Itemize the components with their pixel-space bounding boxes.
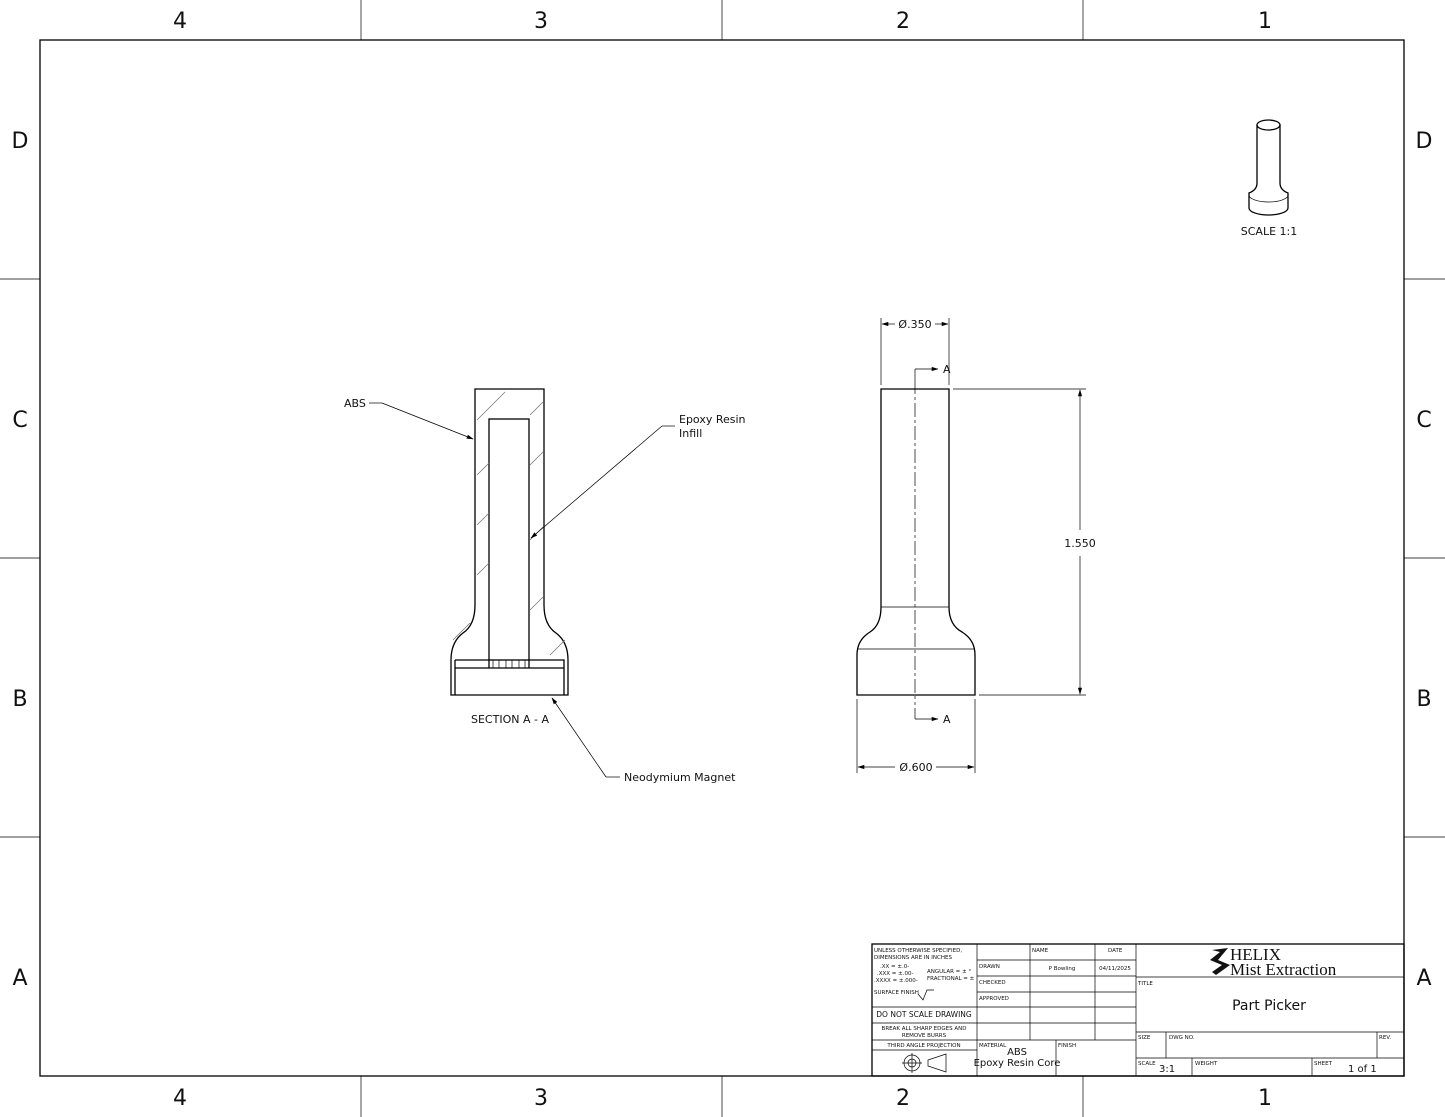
break-edges-2: REMOVE BURRS [902, 1033, 947, 1039]
finish-label: FINISH [1058, 1043, 1076, 1049]
zone-col-2: 2 [896, 9, 910, 34]
zone-row-a: A [12, 966, 27, 991]
title-block: UNLESS OTHERWISE SPECIFIED, DIMENSIONS A… [871, 943, 1405, 1077]
drawing-title: Part Picker [1232, 998, 1306, 1014]
material-1: ABS [1007, 1047, 1027, 1058]
material-label: MATERIAL [979, 1043, 1007, 1049]
zone-row-a-right: A [1416, 966, 1431, 991]
scale-value: 3:1 [1159, 1064, 1175, 1075]
sheet-value: 1 of 1 [1348, 1064, 1377, 1075]
checked-label: CHECKED [979, 980, 1006, 986]
section-marker-bottom: A [943, 713, 951, 726]
do-not-scale: DO NOT SCALE DRAWING [876, 1010, 972, 1019]
drawn-name: P Bowling [1049, 966, 1076, 972]
date-header: DATE [1108, 948, 1123, 954]
dim-height: 1.550 [1064, 537, 1096, 550]
helix-logo-icon [1210, 948, 1230, 975]
callout-abs: ABS [344, 397, 366, 410]
section-marker-top: A [943, 363, 951, 376]
sheet-label: SHEET [1314, 1061, 1333, 1067]
zone-row-b: B [12, 687, 27, 712]
zone-col-3-bottom: 3 [534, 1086, 548, 1111]
logo-line1: HELIX [1230, 945, 1281, 964]
zone-col-1-bottom: 1 [1258, 1086, 1272, 1111]
tol-angular: ANGULAR = ± ° [927, 969, 971, 975]
zone-labels: 4 3 2 1 4 3 2 1 D C B A D C B A [12, 9, 1433, 1111]
rev-label: REV. [1379, 1035, 1391, 1041]
dwg-no-label: DWG NO. [1169, 1035, 1195, 1041]
break-edges-1: BREAK ALL SHARP EDGES AND [882, 1026, 967, 1032]
tol-line2: DIMENSIONS ARE IN INCHES [874, 955, 952, 961]
dim-base-diameter: Ø.600 [899, 761, 932, 774]
drawing-border [39, 39, 1405, 1077]
drawn-label: DRAWN [979, 964, 1000, 970]
callout-magnet: Neodymium Magnet [624, 771, 736, 784]
size-label: SIZE [1138, 1035, 1151, 1041]
title-label: TITLE [1137, 981, 1153, 987]
approved-label: APPROVED [979, 996, 1009, 1002]
scale-label: SCALE [1138, 1061, 1156, 1067]
zone-row-b-right: B [1416, 687, 1431, 712]
zone-col-1: 1 [1258, 9, 1272, 34]
section-title: SECTION A - A [471, 713, 549, 726]
zone-row-c-right: C [1416, 408, 1431, 433]
tol-line1: UNLESS OTHERWISE SPECIFIED, [874, 948, 962, 954]
dim-top-diameter: Ø.350 [898, 318, 931, 331]
zone-row-d: D [12, 129, 29, 154]
zone-row-c: C [12, 408, 27, 433]
tol-fractional: FRACTIONAL = ± [927, 976, 975, 982]
front-view: A A Ø.350 1.550 Ø.600 [856, 318, 1096, 774]
isometric-view: SCALE 1:1 [1241, 119, 1297, 238]
projection-label: THIRD ANGLE PROJECTION [886, 1043, 960, 1049]
logo-line2: Mist Extraction [1230, 960, 1337, 979]
third-angle-projection-icon [902, 1053, 947, 1073]
tol-xx: .XX = ±.0- [880, 964, 909, 970]
zone-col-3: 3 [534, 9, 548, 34]
weight-label: WEIGHT [1195, 1061, 1218, 1067]
iso-scale-label: SCALE 1:1 [1241, 225, 1297, 238]
name-header: NAME [1032, 948, 1049, 954]
surface-finish-label: SURFACE FINISH [874, 990, 919, 996]
surface-finish-icon [917, 989, 934, 1001]
tol-xxxx: .XXXX = ±.000- [874, 978, 918, 984]
tol-xxx: .XXX = ±.00- [877, 971, 914, 977]
zone-col-4: 4 [173, 9, 187, 34]
drawn-date: 04/11/2025 [1099, 966, 1131, 972]
zone-row-d-right: D [1416, 129, 1433, 154]
callout-epoxy-line2: Infill [679, 427, 702, 440]
zone-col-2-bottom: 2 [896, 1086, 910, 1111]
callout-epoxy-line1: Epoxy Resin [679, 413, 746, 426]
zone-col-4-bottom: 4 [173, 1086, 187, 1111]
section-view: SECTION A - A ABS Epoxy Resin Infill Neo… [344, 388, 746, 784]
material-2: Epoxy Resin Core [974, 1058, 1061, 1069]
